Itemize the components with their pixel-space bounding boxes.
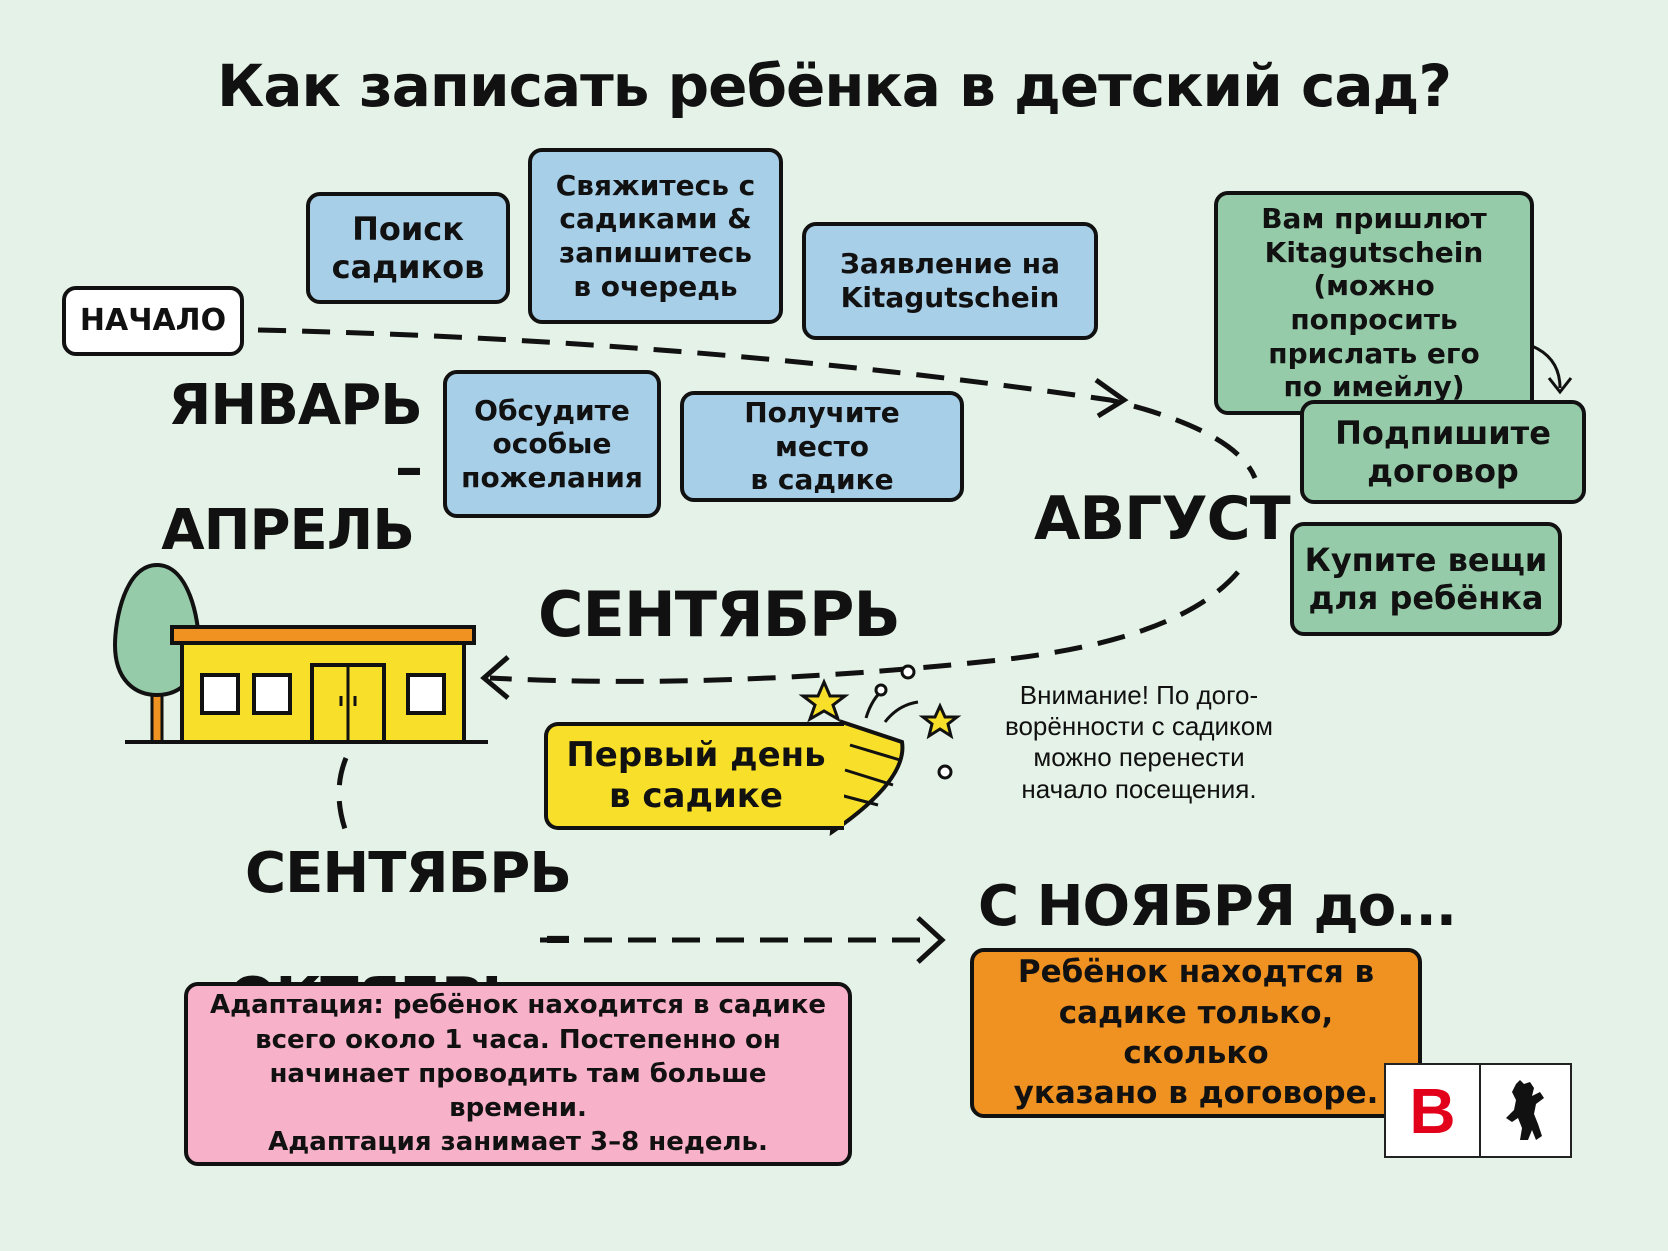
small-curved-arrow — [1531, 344, 1562, 389]
month-label-august: АВГУСТ — [1034, 484, 1291, 554]
tree-icon — [112, 562, 202, 744]
logo-letter: B — [1386, 1065, 1481, 1156]
star-icon — [918, 702, 962, 740]
step-line: по имейлу) — [1283, 370, 1465, 404]
month-line: ЯНВАРЬ – — [168, 373, 423, 501]
kindergarten-building-icon — [125, 625, 488, 744]
arrow-icon — [480, 655, 510, 700]
step-line: Первый день — [566, 735, 826, 776]
step-line: для ребёнка — [1308, 579, 1544, 617]
note-line: можно перенести — [1033, 742, 1245, 773]
month-line: СЕНТЯБРЬ – — [245, 841, 572, 969]
step-line: Получите место — [744, 396, 900, 463]
step-line: прислать его — [1268, 336, 1480, 370]
step-line: в садике — [750, 463, 894, 497]
start-badge: НАЧАЛО — [62, 286, 244, 356]
step-line: садиками & — [559, 202, 752, 236]
note-line: Внимание! По дого- — [1019, 680, 1259, 710]
dashed-path-start-to-august — [257, 327, 1258, 480]
step-line: договор — [1367, 452, 1519, 490]
dashed-path-august-to-september — [489, 570, 1240, 684]
step-line: пожелания — [461, 460, 643, 494]
dashed-path-building-to-sep-oct — [336, 757, 349, 833]
box-line: Адаптация занимает 3–8 недель. — [268, 1127, 768, 1158]
page-title: Как записать ребёнка в детский сад? — [216, 52, 1452, 120]
step-line: Свяжитесь с — [555, 168, 756, 202]
step-line: Купите вещи — [1304, 540, 1548, 579]
box-line: Адаптация: ребёнок находится в садике — [210, 990, 826, 1021]
step-line: запишитесь — [558, 236, 752, 269]
berlin-bear-icon — [1481, 1065, 1570, 1156]
step-line: Поиск — [352, 209, 464, 248]
step-line: особые — [492, 427, 612, 461]
step-line: Вам пришлют — [1261, 202, 1487, 236]
step-line: Kitagutschein — [1264, 235, 1484, 269]
step-line: Kitagutschein — [840, 281, 1060, 314]
berlin-logo: B — [1384, 1063, 1572, 1158]
note-line: начало посещения. — [1021, 773, 1257, 804]
arrow-icon — [1547, 377, 1573, 395]
party-popper-icon — [829, 664, 953, 837]
month-line: АПРЕЛЬ — [161, 498, 415, 564]
arrow-icon — [1094, 377, 1129, 419]
arrow-icon — [916, 916, 946, 964]
month-label-september: СЕНТЯБРЬ — [538, 578, 901, 651]
logo-letter-text: B — [1409, 1074, 1456, 1147]
box-line: Ребёнок находтся в — [1017, 954, 1375, 991]
month-label-jan-apr: ЯНВАРЬ – АПРЕЛЬ — [152, 373, 423, 564]
step-line: Подпишите — [1335, 413, 1551, 452]
step-line: (можно попросить — [1290, 269, 1458, 336]
box-line: указано в договоре. — [1013, 1075, 1379, 1112]
step-line: в садике — [609, 776, 783, 816]
attention-note: Внимание! По дого- ворённости с садиком … — [964, 680, 1314, 805]
note-line: ворённости с садиком — [1004, 711, 1274, 742]
step-line: Обсудите — [474, 393, 630, 427]
step-line: в очередь — [573, 269, 738, 303]
month-label-from-november: С НОЯБРЯ до... — [978, 874, 1457, 939]
star-icon — [798, 678, 850, 723]
step-line: Заявление на — [840, 247, 1060, 281]
box-line: садике только, сколько — [1058, 994, 1334, 1071]
box-line: начинает проводить там больше времени. — [269, 1058, 767, 1124]
step-line: садиков — [331, 248, 485, 286]
box-line: всего около 1 часа. Постепенно он — [255, 1024, 781, 1055]
